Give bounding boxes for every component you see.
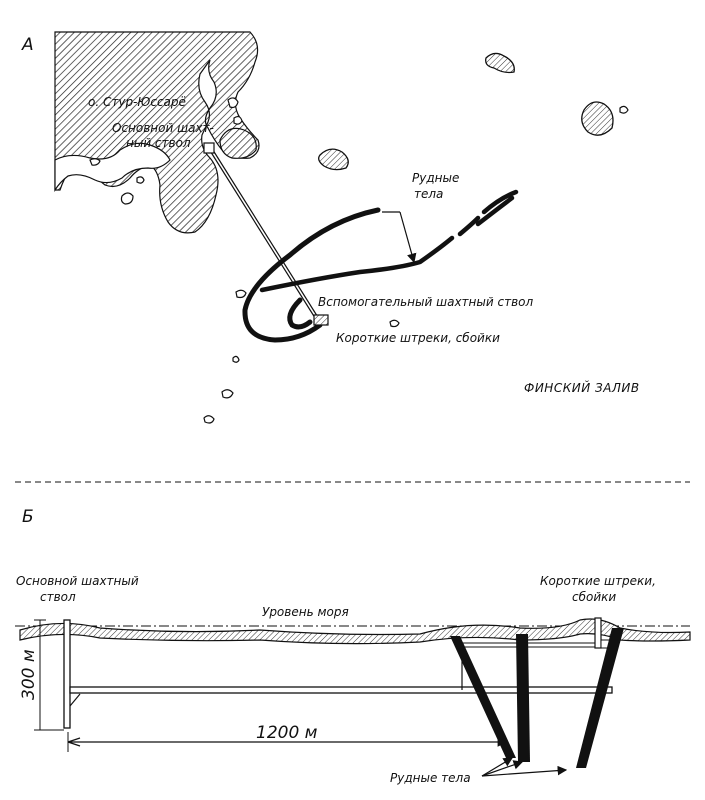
islet bbox=[232, 355, 240, 363]
aux-shaft bbox=[594, 617, 602, 649]
aux-shaft-label: Вспомогательный шахтный ствол bbox=[318, 295, 533, 309]
islet bbox=[619, 105, 629, 114]
inlet bbox=[54, 142, 171, 193]
panel-a-letter: А bbox=[21, 35, 34, 55]
drifts-label-b-2: сбойки bbox=[572, 590, 616, 604]
ore-body-curve bbox=[259, 235, 455, 293]
ore-body-curve bbox=[242, 207, 381, 343]
depth-label: 300 м bbox=[19, 649, 39, 700]
islet bbox=[233, 115, 243, 125]
ore-body-bar bbox=[516, 634, 530, 762]
main-shaft bbox=[63, 619, 71, 729]
sea-level-label: Уровень моря bbox=[262, 605, 349, 619]
panel-b-letter: Б bbox=[22, 507, 34, 527]
islet bbox=[89, 158, 101, 166]
horizontal-drift bbox=[69, 686, 613, 694]
islet bbox=[120, 192, 134, 205]
ore-body-curve bbox=[287, 297, 313, 330]
drifts-label: Короткие штреки, сбойки bbox=[336, 331, 500, 345]
island-label: о. Стур-Юссарё bbox=[88, 95, 186, 109]
ore-body-curve bbox=[457, 189, 519, 237]
islet bbox=[221, 389, 234, 399]
upper-drift bbox=[461, 642, 613, 648]
drifts-label-b-1: Короткие штреки, bbox=[540, 574, 656, 588]
islet bbox=[389, 319, 400, 328]
gulf-label: ФИНСКИЙ ЗАЛИВ bbox=[524, 380, 640, 395]
main-shaft-label-b-2: ствол bbox=[40, 590, 76, 604]
islet bbox=[235, 289, 247, 299]
small-island bbox=[219, 127, 257, 159]
island-ne bbox=[485, 52, 515, 74]
ore-bodies-label-1: Рудные bbox=[412, 171, 459, 185]
distance-label: 1200 м bbox=[256, 723, 318, 743]
island-mid bbox=[318, 148, 349, 171]
island-east bbox=[581, 101, 614, 136]
main-shaft-label-1: Основной шахт- bbox=[112, 121, 214, 135]
ore-bodies-label-2: тела bbox=[414, 187, 443, 201]
ore-body-bar bbox=[450, 636, 516, 758]
islet bbox=[136, 176, 145, 184]
islet bbox=[203, 415, 215, 424]
main-shaft-label-2: ный ствол bbox=[126, 136, 191, 150]
islet bbox=[227, 97, 239, 109]
main-shaft-marker bbox=[203, 142, 215, 154]
aux-shaft-marker bbox=[313, 314, 329, 326]
seabed-profile bbox=[19, 618, 691, 645]
ore-body-bar bbox=[576, 628, 624, 768]
ore-bodies-label-b: Рудные тела bbox=[390, 771, 471, 785]
main-shaft-label-b-1: Основной шахтный bbox=[16, 574, 139, 588]
